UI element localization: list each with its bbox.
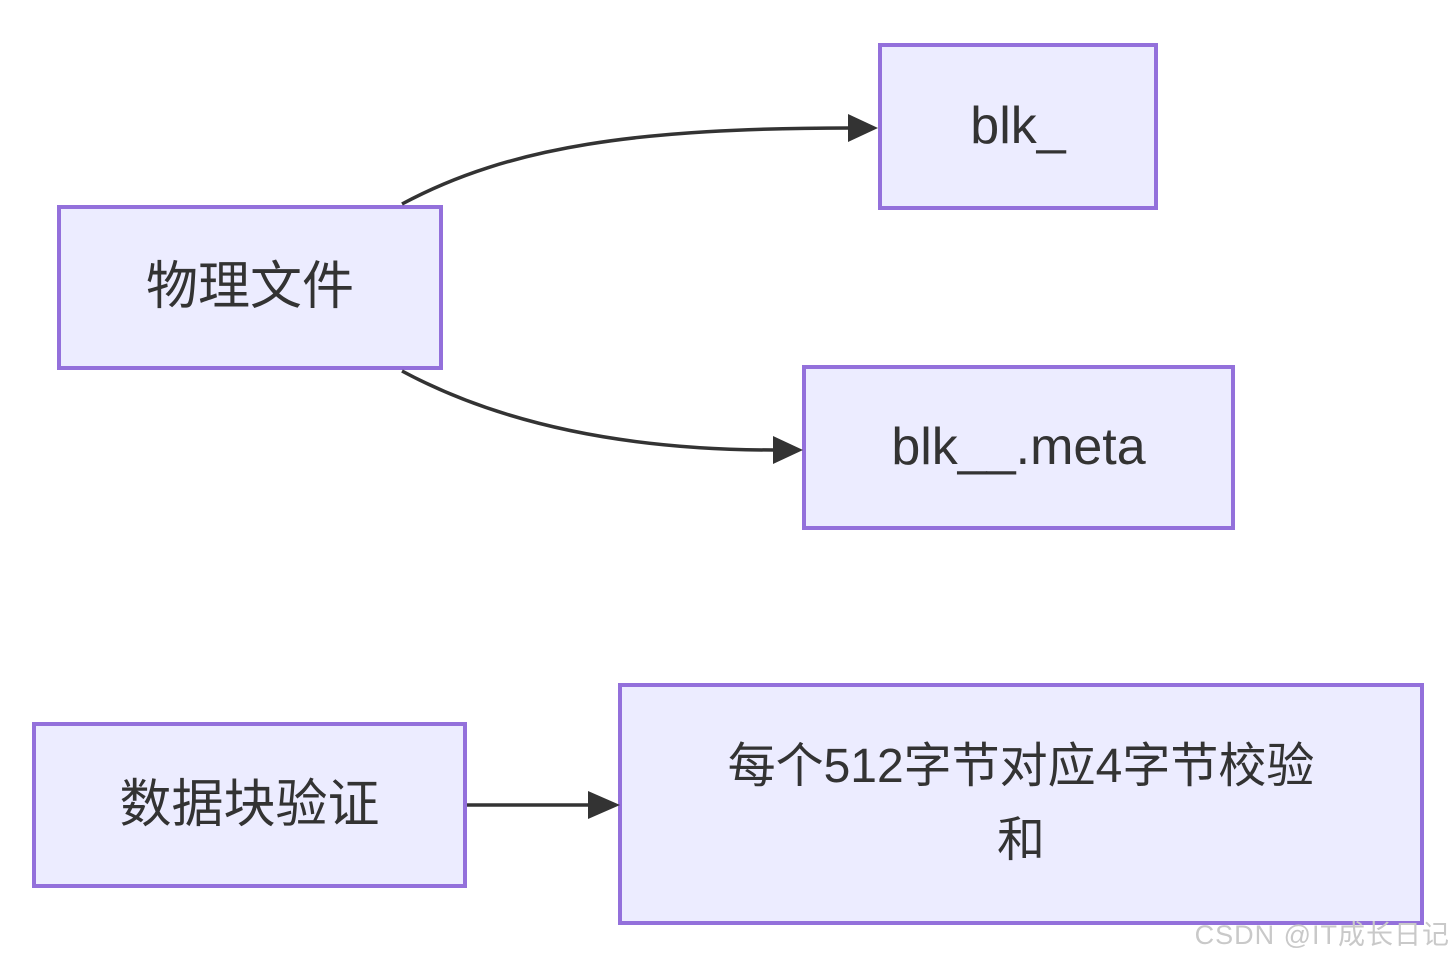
- edge-physical-file-to-blk-meta: [401, 369, 776, 452]
- node-checksum: 每个512字节对应4字节校验和: [618, 683, 1424, 925]
- watermark: CSDN @IT成长日记: [1194, 920, 1450, 950]
- node-physical-file-label: 物理文件: [145, 258, 354, 316]
- arrowhead-icon: [773, 436, 803, 464]
- node-blk-label: blk_: [970, 97, 1066, 155]
- node-checksum-label: 每个512字节对应4字节校验和: [727, 739, 1315, 867]
- node-blk-meta-label: blk__.meta: [891, 418, 1146, 476]
- arrowhead-icon: [588, 791, 620, 819]
- node-block-verify-label: 数据块验证: [119, 775, 380, 834]
- node-blk: blk_: [878, 43, 1158, 210]
- node-blk-meta: blk__.meta: [802, 365, 1235, 530]
- node-physical-file: 物理文件: [57, 205, 443, 370]
- edge-physical-file-to-blk: [401, 126, 851, 206]
- arrowhead-icon: [848, 114, 878, 142]
- node-block-verify: 数据块验证: [32, 722, 467, 888]
